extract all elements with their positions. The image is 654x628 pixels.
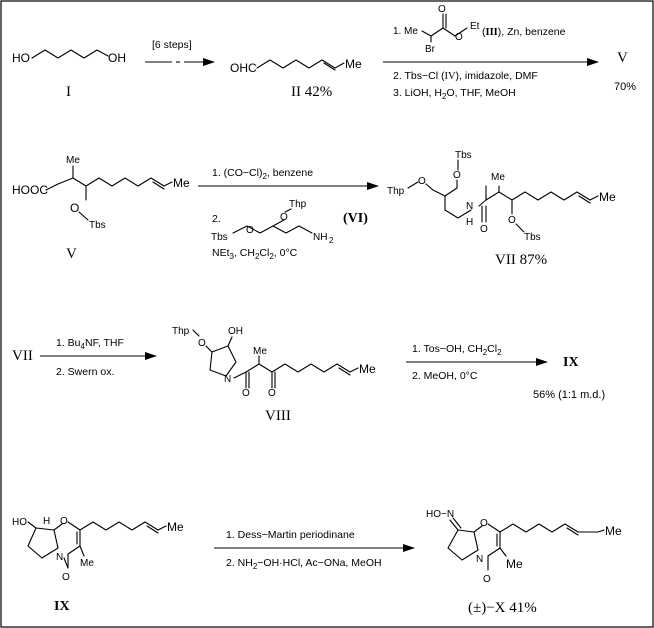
svg-text:O: O — [480, 224, 488, 235]
step6-reagent-2: 2. NH2−OH·HCl, Ac−ONa, MeOH — [226, 557, 382, 571]
compound-IX-structure: HO H O N O Me Me — [12, 516, 184, 583]
svg-text:Tbs: Tbs — [211, 232, 228, 243]
svg-text:Br: Br — [425, 44, 436, 55]
step3-reagent-1: 1. (CO−Cl)2, benzene — [212, 167, 313, 181]
compound-VIII-label: VIII — [265, 408, 291, 424]
svg-text:Me: Me — [605, 524, 622, 538]
svg-text:Me: Me — [167, 520, 184, 534]
svg-text:Me: Me — [345, 57, 362, 71]
svg-text:O: O — [483, 574, 491, 585]
svg-text:Me: Me — [173, 176, 190, 190]
svg-text:Tbs: Tbs — [455, 150, 472, 161]
svg-text:O: O — [418, 176, 426, 187]
step4-reagent-2: 2. Swern ox. — [56, 366, 114, 378]
svg-text:Me: Me — [599, 190, 616, 204]
svg-text:O: O — [268, 388, 276, 399]
svg-text:O: O — [455, 32, 463, 43]
svg-text:HO: HO — [12, 517, 27, 528]
svg-text:1.: 1. — [393, 26, 401, 37]
step2-reagent-3: 3. LiOH, H2O, THF, MeOH — [393, 87, 516, 101]
compound-V-yield: 70% — [614, 81, 636, 93]
svg-text:OH: OH — [228, 326, 243, 337]
compound-VII-label: VII 87% — [495, 252, 547, 268]
svg-text:Me: Me — [359, 362, 376, 376]
svg-text:O: O — [480, 518, 488, 529]
svg-text:N: N — [476, 554, 483, 565]
step1-reagents: [6 steps] — [152, 39, 192, 51]
compound-V-label: V — [617, 50, 628, 66]
svg-text:Tbs: Tbs — [524, 232, 541, 243]
step3-reagent-3: NEt3, CH2Cl2, 0°C — [212, 247, 298, 261]
reagent-VI-structure: Thp O Tbs O NH 2 — [211, 199, 334, 245]
svg-text:Me: Me — [80, 558, 94, 569]
compound-VII-row3-label: VII — [12, 348, 33, 364]
svg-text:H: H — [43, 516, 50, 527]
svg-text:Thp: Thp — [289, 199, 307, 210]
svg-text:Me: Me — [66, 155, 80, 166]
svg-text:O: O — [438, 4, 446, 15]
compound-IX-yield: 56% (1:1 m.d.) — [533, 389, 605, 401]
compound-X-label: (±)−X 41% — [468, 600, 537, 616]
step5-reagent-1: 1. Tos−OH, CH2Cl2 — [412, 343, 502, 357]
svg-text:Me: Me — [506, 557, 523, 571]
svg-text:Thp: Thp — [387, 186, 405, 197]
svg-text:Me: Me — [253, 346, 267, 357]
compound-X-structure: HO−N O N O Me Me — [426, 509, 622, 585]
svg-text:O: O — [242, 388, 250, 399]
svg-text:O: O — [508, 215, 516, 226]
svg-text:Et: Et — [470, 21, 480, 32]
svg-text:N: N — [56, 552, 63, 563]
svg-text:O: O — [62, 572, 70, 583]
svg-text:N: N — [224, 374, 231, 385]
svg-text:OHC: OHC — [230, 61, 257, 75]
svg-text:Me: Me — [491, 172, 505, 183]
compound-I-structure: HO OH — [12, 49, 126, 65]
compound-IX-row3-label: IX — [563, 355, 579, 370]
step3-reagent-2-num: 2. — [212, 213, 221, 225]
compound-I-label: I — [66, 84, 71, 100]
svg-text:H: H — [466, 217, 473, 228]
step6-reagent-1: 1. Dess−Martin periodinane — [226, 529, 355, 541]
compound-V-structure: Me HOOC Me O Tbs — [12, 155, 190, 231]
reagent-III-structure: 1. Me O O Et Br — [393, 4, 480, 55]
svg-text:O: O — [60, 516, 68, 527]
step4-reagent-1: 1. Bu4NF, THF — [56, 337, 124, 351]
svg-text:HO: HO — [12, 51, 30, 65]
svg-text:O: O — [246, 225, 254, 236]
svg-text:2: 2 — [329, 236, 334, 245]
reagent-III-label: (III), Zn, benzene — [482, 26, 566, 38]
compound-V-row2-label: V — [66, 246, 77, 262]
compound-IX-row4-label: IX — [54, 599, 70, 614]
svg-text:O: O — [198, 338, 206, 349]
svg-text:OH: OH — [108, 51, 126, 65]
compound-VIII-structure: Thp O OH N O Me O Me — [172, 326, 376, 399]
compound-II-label: II 42% — [291, 84, 332, 100]
step5-reagent-2: 2. MeOH, 0°C — [412, 370, 478, 382]
svg-text:Me: Me — [404, 26, 418, 37]
svg-text:HOOC: HOOC — [12, 183, 48, 197]
reagent-VI-label: (VI) — [343, 211, 368, 226]
step2-reagent-2: 2. Tbs−Cl (IV), imidazole, DMF — [393, 70, 538, 82]
svg-text:N: N — [466, 201, 473, 212]
compound-II-structure: OHC Me — [230, 57, 362, 75]
svg-text:NH: NH — [313, 232, 327, 243]
svg-text:O: O — [280, 212, 288, 223]
svg-text:Tbs: Tbs — [89, 220, 106, 231]
svg-text:O: O — [70, 201, 79, 215]
svg-text:Thp: Thp — [172, 326, 190, 337]
compound-VII-structure: Tbs O Thp O N H O Me Me O Tbs — [387, 150, 616, 243]
svg-text:O: O — [453, 170, 461, 181]
svg-text:HO−N: HO−N — [426, 509, 454, 520]
